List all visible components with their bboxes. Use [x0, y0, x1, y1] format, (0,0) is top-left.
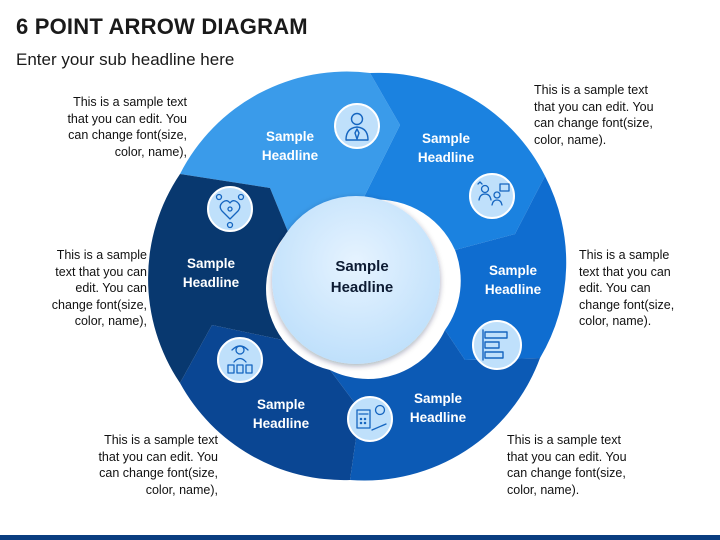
note-middle-left-line2: text that you can	[55, 264, 147, 279]
note-middle-right-line5: color, name).	[579, 314, 652, 328]
segment-5-headline-line2: Headline	[253, 416, 310, 431]
segment-1-headline-line1: Sample	[266, 129, 315, 144]
segment-4-headline-line2: Headline	[410, 410, 467, 425]
note-top-left-line3: can change font(size,	[68, 128, 187, 142]
segment-6-headline-line1: Sample	[187, 256, 236, 271]
segment-6-headline-line2: Headline	[183, 275, 240, 290]
segment-5-headline-line1: Sample	[257, 397, 306, 412]
center-headline-line2: Headline	[331, 279, 394, 296]
note-bottom-left-line3: can change font(size,	[99, 466, 218, 480]
note-top-right-line3: can change font(size,	[534, 116, 653, 130]
center-circle	[272, 196, 440, 364]
footer-bar	[0, 535, 720, 540]
note-bottom-left-line4: color, name),	[145, 482, 218, 497]
note-middle-left: This is a sample text that you can edit.…	[52, 247, 147, 330]
note-top-left: This is a sample text that you can edit.…	[67, 94, 187, 160]
segment-1-headline-line2: Headline	[262, 148, 319, 163]
network-heart-icon	[207, 186, 253, 232]
businessman-icon	[334, 103, 380, 149]
segment-3-shape[interactable]	[445, 176, 567, 360]
segment-4-headline-line1: Sample	[414, 391, 463, 406]
note-bottom-left-line2: that you can edit. You	[98, 449, 218, 464]
note-middle-right-line1: This is a sample	[579, 248, 670, 262]
note-top-right-line1: This is a sample text	[534, 83, 648, 97]
team-meeting-icon	[469, 173, 515, 219]
note-top-right-line4: color, name).	[534, 132, 607, 147]
segment-2-headline-line1: Sample	[422, 131, 471, 146]
page-subtitle: Enter your sub headline here	[16, 50, 235, 69]
note-middle-left-line4: change font(size,	[51, 297, 147, 312]
note-bottom-left-line1: This is a sample text	[104, 433, 218, 447]
note-middle-left-line5: color, name),	[74, 314, 147, 328]
note-middle-right-line3: edit. You can	[579, 281, 651, 295]
note-top-left-line2: that you can edit. You	[67, 111, 187, 126]
note-top-left-line4: color, name),	[114, 144, 187, 159]
analyst-checklist-icon	[217, 337, 263, 383]
note-middle-left-line3: edit. You can	[75, 281, 147, 295]
note-middle-right: This is a sample text that you can edit.…	[579, 247, 674, 330]
segment-3-headline-line1: Sample	[489, 263, 538, 278]
note-top-right-line2: that you can edit. You	[534, 99, 654, 114]
note-bottom-right: This is a sample text that you can edit.…	[507, 432, 627, 498]
note-bottom-right-line2: that you can edit. You	[507, 449, 627, 464]
segment-6-shape[interactable]	[148, 174, 288, 383]
note-bottom-right-line3: can change font(size,	[507, 466, 626, 480]
segment-3-headline-line2: Headline	[485, 282, 542, 297]
segment-2-headline-line2: Headline	[418, 150, 475, 165]
note-middle-left-line1: This is a sample	[56, 248, 147, 262]
bar-chart-icon	[472, 320, 522, 370]
note-middle-right-line4: change font(size,	[579, 297, 675, 312]
note-bottom-left: This is a sample text that you can edit.…	[98, 432, 218, 498]
center-headline-line1: Sample	[335, 258, 388, 275]
page-title: 6 POINT ARROW DIAGRAM	[16, 14, 308, 39]
note-top-left-line1: This is a sample text	[73, 95, 187, 109]
note-middle-right-line2: text that you can	[579, 264, 671, 279]
note-bottom-right-line4: color, name).	[507, 482, 580, 497]
calculator-finance-icon	[347, 396, 393, 442]
note-top-right: This is a sample text that you can edit.…	[534, 82, 654, 148]
note-bottom-right-line1: This is a sample text	[507, 433, 621, 447]
